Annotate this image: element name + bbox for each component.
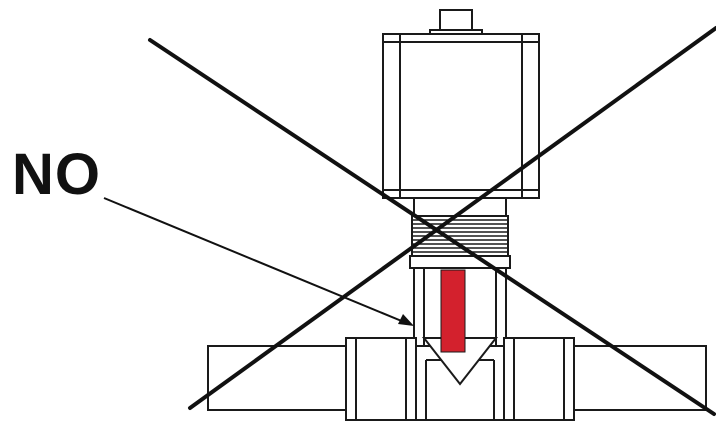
plunger-indicator — [440, 269, 466, 353]
solenoid-coil — [382, 33, 540, 199]
callout-label: NO — [12, 142, 101, 207]
cross-out-mark — [148, 26, 716, 416]
valve-collar — [409, 255, 511, 269]
arrow — [103, 197, 414, 326]
pipe-right — [567, 345, 707, 411]
tee-fitting-right — [503, 337, 575, 421]
tee-fitting-left — [345, 337, 417, 421]
